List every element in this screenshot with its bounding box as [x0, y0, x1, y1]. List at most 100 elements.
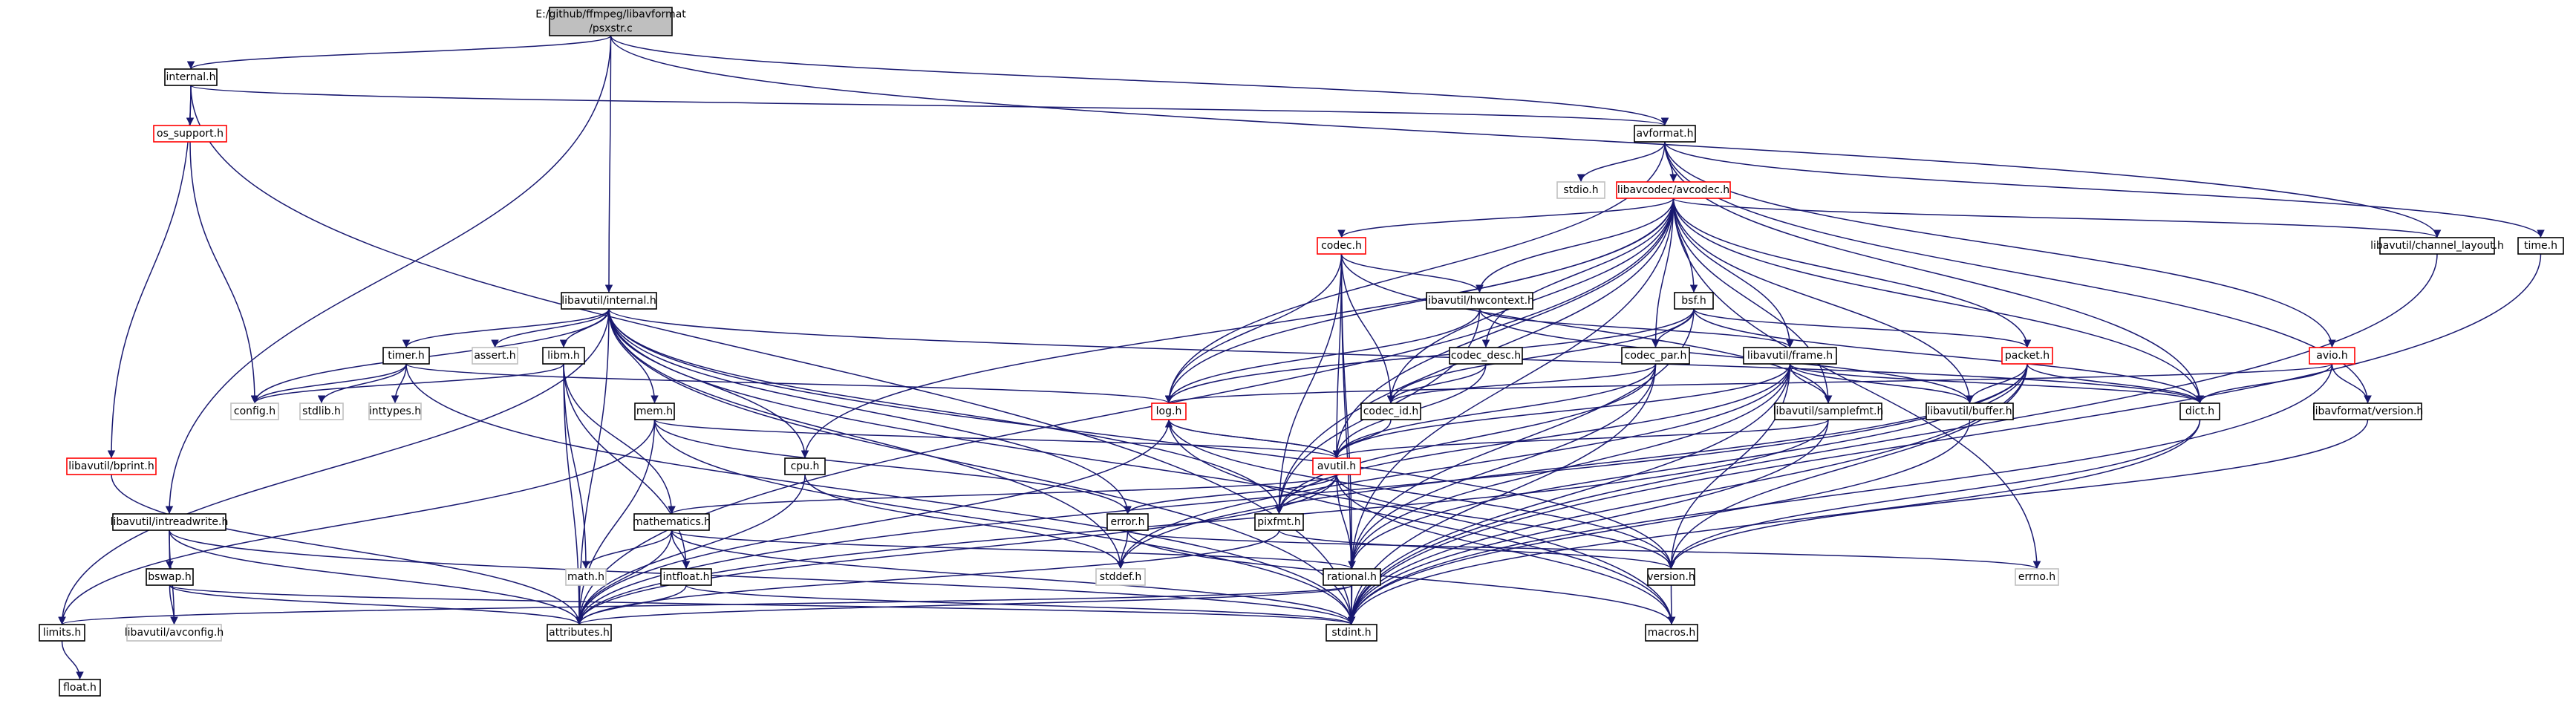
node-codec-desc[interactable]: codec_desc.h: [1449, 347, 1523, 365]
node-stdint-h[interactable]: stdint.h: [1326, 624, 1377, 642]
node-assert-h[interactable]: assert.h: [472, 347, 518, 365]
node-dict-h[interactable]: dict.h: [2179, 402, 2220, 420]
edge-avformat_h-to-stdio_h: [1576, 141, 1666, 183]
node-intfloat-h[interactable]: intfloat.h: [660, 568, 712, 586]
node-box: [2309, 347, 2355, 365]
node-timer-h[interactable]: timer.h: [382, 347, 430, 365]
node-lavu-internal[interactable]: libavutil/internal.h: [561, 292, 657, 310]
node-label: libavcodec/avcodec.h: [1617, 184, 1729, 196]
node-label: dict.h: [2185, 405, 2214, 417]
node-avformat-h[interactable]: avformat.h: [1634, 125, 1696, 143]
edge-avcodec_h-to-frame_h: [1672, 198, 1794, 348]
node-codec-par[interactable]: codec_par.h: [1621, 347, 1690, 365]
node-label: libavutil/bprint.h: [68, 460, 154, 472]
node-errno-h[interactable]: errno.h: [2015, 568, 2059, 586]
edge-buffer_h-to-stdint_h: [1347, 419, 1971, 625]
node-bsf-h[interactable]: bsf.h: [1674, 292, 1714, 310]
edge-bswap_h-to-attributes: [169, 584, 584, 625]
node-internal-h[interactable]: internal.h: [164, 68, 218, 86]
node-chlayout[interactable]: libavutil/channel_layout.h: [2370, 237, 2504, 255]
edge-intfloat_h-to-stdint_h: [685, 584, 1355, 625]
node-stdlib-h[interactable]: stdlib.h: [299, 402, 344, 420]
node-box: [634, 402, 675, 420]
edge-avio_h-to-log_h: [1165, 363, 2333, 404]
node-box: [633, 513, 710, 531]
node-math-h[interactable]: math.h: [565, 568, 607, 586]
node-label: codec_id.h: [1363, 405, 1419, 417]
edge-libm_h-to-mathematics: [563, 363, 676, 515]
edge-samplefmt-to-stdint_h: [1347, 419, 1829, 625]
node-stdio-h[interactable]: stdio.h: [1556, 181, 1605, 199]
node-codec-h[interactable]: codec.h: [1317, 237, 1366, 255]
node-hwcontext[interactable]: libavutil/hwcontext.h: [1425, 292, 1534, 310]
node-rational-h[interactable]: rational.h: [1323, 568, 1381, 586]
node-box: [472, 347, 518, 365]
edge-error_h-to-errno_h: [1126, 529, 2041, 570]
node-inttypes-h[interactable]: inttypes.h: [368, 402, 422, 420]
node-avutil-h[interactable]: avutil.h: [1312, 457, 1361, 475]
node-box: [565, 568, 607, 586]
node-version-h[interactable]: version.h: [1647, 568, 1695, 586]
header-nodes: E:/github/ffmpeg/libavformat/psxstr.c int…: [39, 7, 2564, 697]
node-box: [230, 402, 279, 420]
node-label: codec_par.h: [1625, 350, 1687, 362]
node-macros-h[interactable]: macros.h: [1645, 624, 1698, 642]
node-label: stddef.h: [1100, 571, 1141, 583]
edge-lavu_internal-to-stdint_h: [608, 308, 1356, 625]
edge-mem_h-to-limits_h: [58, 419, 656, 625]
edge-avcodec_h-to-rational_h: [1348, 198, 1675, 570]
edge-avutil_h-to-error_h: [1124, 474, 1337, 515]
node-config-h[interactable]: config.h: [230, 402, 279, 420]
node-box: [1556, 181, 1605, 199]
edge-internal_h-to-bprint: [107, 85, 192, 459]
edge-frame_h-to-stddef_h: [1116, 363, 1791, 570]
node-box: [1095, 568, 1146, 586]
node-label: libavutil/channel_layout.h: [2370, 240, 2504, 252]
node-codec-id[interactable]: codec_id.h: [1360, 402, 1421, 420]
node-cpu-h[interactable]: cpu.h: [784, 457, 826, 475]
edge-avio_h-to-dict_h: [2196, 363, 2333, 404]
node-bswap-h[interactable]: bswap.h: [146, 568, 194, 586]
node-libm-h[interactable]: libm.h: [542, 347, 585, 365]
node-log-h[interactable]: log.h: [1151, 402, 1187, 420]
node-os-support[interactable]: os_support.h: [153, 125, 227, 143]
edge-timer_h-to-stdint_h: [405, 363, 1356, 625]
node-float-h[interactable]: float.h: [59, 679, 101, 697]
node-label: inttypes.h: [369, 405, 421, 417]
edge-rational_h-to-limits_h: [58, 584, 1353, 625]
node-time-h[interactable]: time.h: [2517, 237, 2564, 255]
node-label: mathematics.h: [633, 516, 711, 528]
node-label: os_support.h: [157, 128, 224, 140]
node-box: [1254, 513, 1304, 531]
node-box: [1106, 513, 1149, 531]
node-avio-h[interactable]: avio.h: [2309, 347, 2355, 365]
node-frame-h[interactable]: libavutil/frame.h: [1743, 347, 1837, 365]
node-buffer-h[interactable]: libavutil/buffer.h: [1926, 402, 2014, 420]
node-samplefmt[interactable]: libavutil/samplefmt.h: [1773, 402, 1884, 420]
node-avcodec-h[interactable]: libavcodec/avcodec.h: [1616, 181, 1731, 199]
node-box: [549, 7, 673, 36]
node-error-h[interactable]: error.h: [1106, 513, 1149, 531]
node-bprint[interactable]: libavutil/bprint.h: [66, 457, 157, 475]
edge-log_h-to-macros_h: [1168, 419, 1676, 625]
node-stddef-h[interactable]: stddef.h: [1095, 568, 1146, 586]
node-avconfig[interactable]: libavutil/avconfig.h: [125, 624, 224, 642]
node-label: float.h: [63, 682, 97, 694]
edge-lavu_internal-to-dict_h: [608, 308, 2204, 404]
edge-pixfmt_h-to-version_h: [1278, 529, 1675, 570]
edge-frame_h-to-avutil_h: [1332, 363, 1791, 459]
node-packet-h[interactable]: packet.h: [2001, 347, 2053, 365]
node-lavf-version[interactable]: libavformat/version.h: [2312, 402, 2424, 420]
node-attributes[interactable]: attributes.h: [547, 624, 612, 642]
node-label: /psxstr.c: [589, 23, 633, 35]
node-mathematics[interactable]: mathematics.h: [633, 513, 711, 531]
node-intreadwrite[interactable]: libavutil/intreadwrite.h: [111, 513, 229, 531]
node-root[interactable]: E:/github/ffmpeg/libavformat/psxstr.c: [535, 7, 686, 36]
edge-codec_h-to-log_h: [1164, 253, 1343, 404]
node-box: [542, 347, 585, 365]
node-pixfmt-h[interactable]: pixfmt.h: [1254, 513, 1304, 531]
edge-os_support-to-config_h: [189, 141, 259, 404]
node-limits-h[interactable]: limits.h: [39, 624, 85, 642]
node-mem-h[interactable]: mem.h: [634, 402, 675, 420]
edge-avutil_h-to-macros_h: [1336, 474, 1676, 625]
